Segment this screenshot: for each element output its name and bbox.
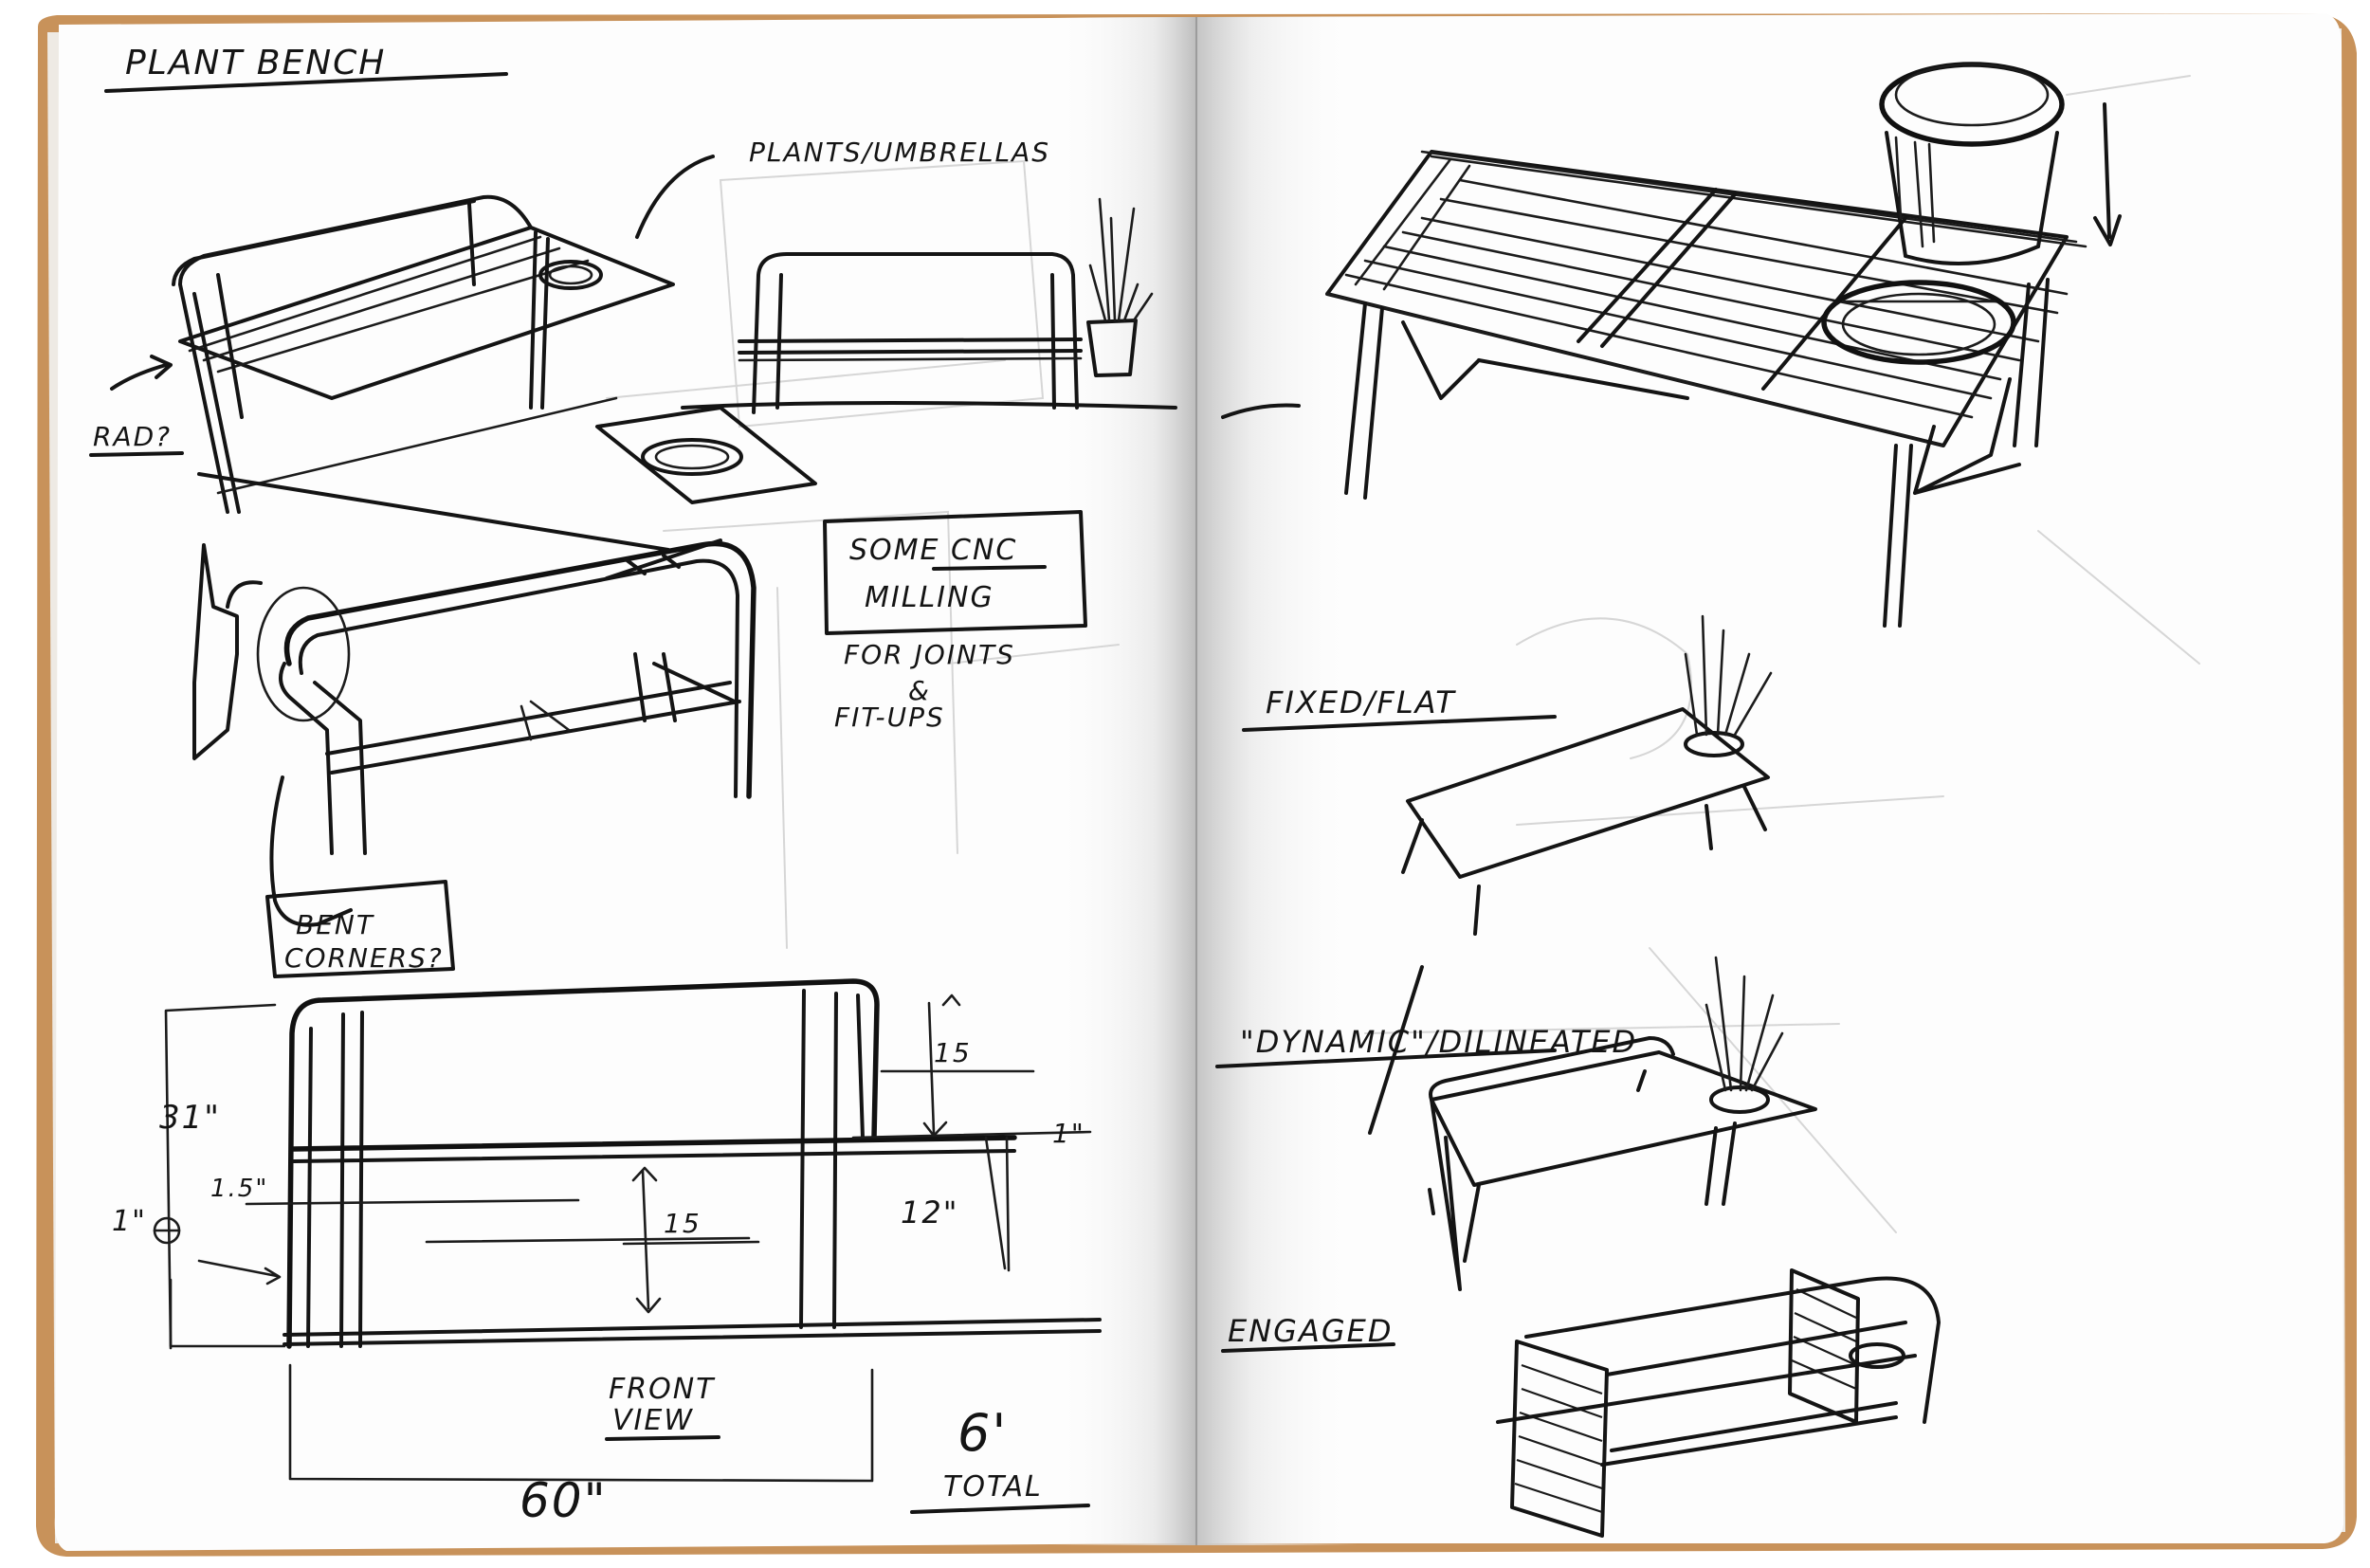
dynamic-slash bbox=[1368, 965, 1424, 1135]
total-underline bbox=[910, 1504, 1090, 1514]
sketch-engaged-bench bbox=[1496, 1268, 1941, 1538]
left-page bbox=[54, 17, 1196, 1551]
front-view-underline bbox=[605, 1435, 720, 1441]
label-fixed-flat: FIXED/FLAT bbox=[1266, 684, 1456, 720]
fixed-flat-underline bbox=[1242, 715, 1557, 732]
joints-note-line2: & bbox=[908, 675, 931, 706]
sketch-bench-side-with-plant bbox=[681, 197, 1177, 414]
right-page bbox=[1196, 13, 2343, 1543]
cnc-note-line2: MILLING bbox=[865, 581, 994, 614]
pencil-underdrawing bbox=[606, 75, 2200, 1233]
dim-top-gap: 15 bbox=[934, 1037, 972, 1068]
engaged-underline bbox=[1221, 1342, 1395, 1353]
page-title: PLANT BENCH bbox=[125, 44, 386, 82]
bent-corners-note: BENT CORNERS? bbox=[265, 880, 455, 978]
joints-note-line1: FOR JOINTS bbox=[844, 639, 1015, 670]
sketch-table-planter bbox=[1221, 62, 2122, 628]
dim-shelf-depth: 12" bbox=[901, 1194, 958, 1231]
sketch-fixed-flat-table bbox=[1401, 614, 1773, 936]
gutter-shadow-right bbox=[1196, 17, 1358, 1545]
note-rad: RAD? bbox=[93, 421, 172, 452]
cnc-note-line1: SOME CNC bbox=[849, 534, 1017, 567]
bent-corners-line2: CORNERS? bbox=[284, 942, 444, 974]
note-plants-umbrellas: PLANTS/UMBRELLAS bbox=[749, 137, 1050, 168]
dim-mid-gap: 15 bbox=[664, 1208, 702, 1239]
dim-total-value: 6' bbox=[957, 1403, 1008, 1463]
label-engaged: ENGAGED bbox=[1228, 1313, 1394, 1349]
gutter-shadow-left bbox=[1052, 17, 1196, 1545]
rad-arrow bbox=[110, 355, 173, 391]
sketch-bench-perspective bbox=[172, 155, 715, 514]
front-view-label-line1: FRONT bbox=[609, 1373, 716, 1406]
dim-rod: 1" bbox=[112, 1205, 147, 1238]
title-underline bbox=[104, 72, 508, 93]
rad-underline bbox=[89, 451, 184, 457]
dim-tube: 1.5" bbox=[210, 1175, 268, 1203]
dynamic-underline bbox=[1215, 1048, 1557, 1068]
front-view-label-line2: VIEW bbox=[612, 1404, 694, 1437]
dim-width: 60" bbox=[520, 1473, 608, 1528]
cnc-note-box: SOME CNC MILLING bbox=[823, 510, 1087, 635]
joints-note-line3: FIT-UPS bbox=[834, 702, 945, 733]
dim-overhang: 1" bbox=[1052, 1118, 1085, 1149]
bent-corners-line1: BENT bbox=[296, 909, 374, 940]
sketch-dynamic-bench bbox=[1428, 956, 1817, 1291]
front-view-drawing bbox=[164, 978, 1102, 1483]
dim-height: 31" bbox=[159, 1099, 221, 1137]
dim-total-label: TOTAL bbox=[943, 1470, 1043, 1504]
